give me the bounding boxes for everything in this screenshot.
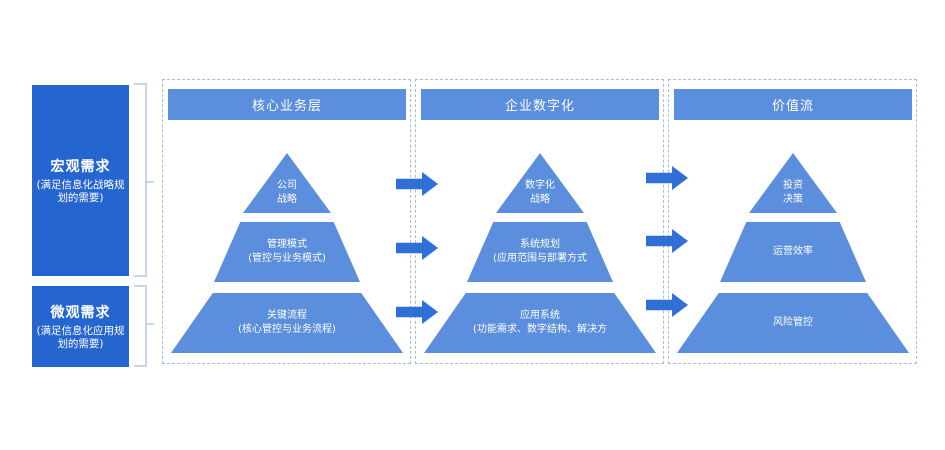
header-core-business: 核心业务层 [168, 89, 406, 120]
tier-label: 投资 决策 [783, 180, 803, 205]
tier-label: 关键流程 (核心管控与业务流程) [238, 310, 336, 335]
header-digitalization: 企业数字化 [421, 89, 659, 120]
micro-requirement-box: 微观需求 (满足信息化应用规划的需要) [32, 286, 129, 367]
micro-title: 微观需求 [50, 305, 111, 321]
tier-management-model: 管理模式 (管控与业务模式) [214, 222, 360, 282]
macro-title: 宏观需求 [50, 159, 111, 175]
header-value-stream: 价值流 [674, 89, 912, 120]
panel-digitalization [415, 79, 664, 364]
tier-label: 系统规划 (应用范围与部署方式 [493, 239, 587, 264]
tier-operational-efficiency: 运营效率 [720, 222, 866, 282]
tier-risk-control: 风险管控 [677, 293, 909, 353]
tier-label: 管理模式 (管控与业务模式) [248, 239, 326, 264]
tier-label: 数字化 战略 [525, 180, 555, 205]
tier-label: 运营效率 [773, 246, 813, 257]
micro-subtitle: (满足信息化应用规划的需要) [36, 325, 125, 350]
tier-system-planning: 系统规划 (应用范围与部署方式 [467, 222, 613, 282]
macro-subtitle: (满足信息化战略规划的需要) [36, 179, 125, 204]
tier-application-system: 应用系统 (功能需求、数字结构、解决方 [424, 293, 656, 353]
panel-core-business [162, 79, 411, 364]
macro-requirement-box: 宏观需求 (满足信息化战略规划的需要) [32, 85, 129, 276]
tier-key-process: 关键流程 (核心管控与业务流程) [171, 293, 403, 353]
tier-label: 风险管控 [773, 317, 813, 328]
tier-label: 公司 战略 [277, 180, 297, 205]
panel-value-stream [668, 79, 917, 364]
tier-label: 应用系统 (功能需求、数字结构、解决方 [473, 310, 607, 335]
